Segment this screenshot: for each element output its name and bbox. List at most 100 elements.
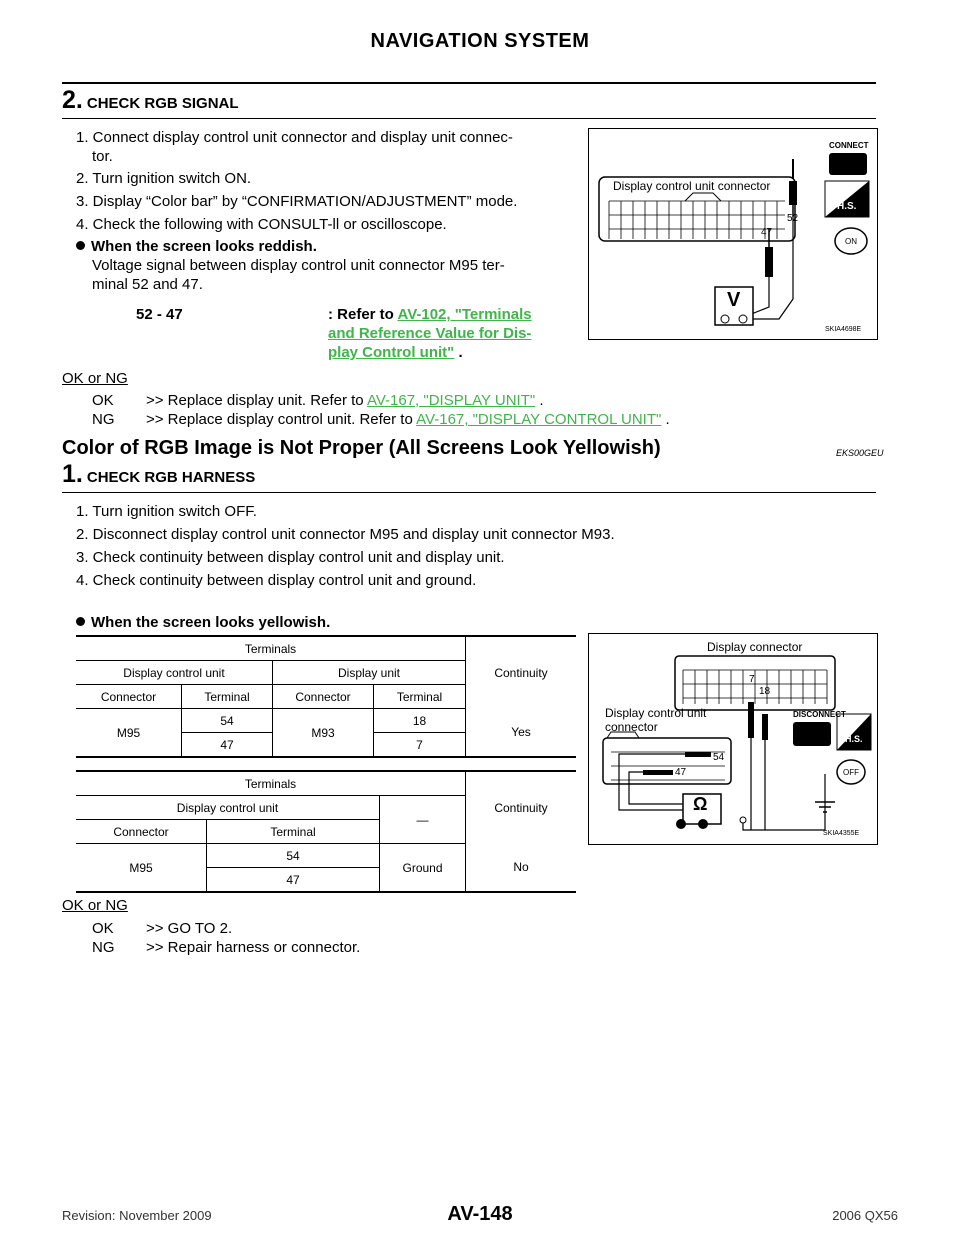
table-cell: M93 xyxy=(272,708,374,757)
table-cell: M95 xyxy=(116,725,141,740)
ng-label: NG xyxy=(92,939,115,956)
table-cell: No xyxy=(465,843,576,892)
table-header: — xyxy=(379,795,466,844)
table-cell: 54 xyxy=(206,843,380,868)
ignition-on-icon: ON xyxy=(845,237,857,246)
ground-continuity-table: Terminals Continuity Display control uni… xyxy=(76,770,576,893)
bullet-title: When the screen looks reddish. xyxy=(91,238,317,255)
display-connector-label: Display connector xyxy=(707,640,803,654)
voltage-check-figure: CONNECT Display control unit connector 5… xyxy=(588,128,878,340)
bullet-icon xyxy=(76,617,85,626)
ok-or-ng: OK or NG xyxy=(62,370,128,387)
table-header: Display control unit xyxy=(76,795,380,820)
bullet-text: minal 52 and 47. xyxy=(92,276,203,293)
table-header: Terminal xyxy=(373,684,466,709)
table-cell: 7 xyxy=(373,732,466,757)
table-header: Display control unit xyxy=(76,660,273,685)
table-header: Connector xyxy=(76,819,207,844)
spec-reference: : Refer to AV-102, "Terminals xyxy=(328,305,532,324)
table-header: Terminal xyxy=(206,819,380,844)
spec-terminal: 52 - 47 xyxy=(136,306,183,323)
spec-prefix: : Refer to xyxy=(328,306,394,323)
ng-link[interactable]: AV-167, "DISPLAY CONTROL UNIT" xyxy=(416,411,662,428)
spec-link[interactable]: and Reference Value for Dis- xyxy=(328,325,532,342)
step-number: 2. xyxy=(62,86,83,114)
connect-label: CONNECT xyxy=(829,141,869,150)
table-header: Terminals xyxy=(76,771,466,796)
disconnect-label: DISCONNECT xyxy=(793,710,846,719)
bullet-text: Voltage signal between display control u… xyxy=(92,257,505,274)
step-item: tor. xyxy=(92,148,113,165)
dcu-connector-label: Display control unit xyxy=(605,706,707,720)
step-item: 2. Turn ignition switch ON. xyxy=(76,170,252,187)
table-cell: 47 xyxy=(206,867,380,892)
step-item: 2. Disconnect display control unit conne… xyxy=(76,526,615,543)
table-cell: 18 xyxy=(373,708,466,733)
pin-label: 52 xyxy=(787,213,799,224)
figure-drawing xyxy=(602,655,872,831)
model-year: 2006 QX56 xyxy=(832,1208,898,1223)
pin-label: 7 xyxy=(749,674,755,685)
table-header: Connector xyxy=(76,684,182,709)
section-title: Color of RGB Image is Not Proper (All Sc… xyxy=(62,437,661,459)
step-item: 3. Display “Color bar” by “CONFIRMATION/… xyxy=(76,193,518,210)
table-row: M95 54 M93 18 Yes xyxy=(76,708,576,757)
ohmmeter-icon: Ω xyxy=(693,794,708,814)
hs-icon: H.S. xyxy=(845,734,863,744)
ok-result: >> GO TO 2. xyxy=(146,920,233,937)
pin-label: 54 xyxy=(713,752,725,763)
table-header: Terminals xyxy=(76,636,466,661)
figure-code: SKIA4698E xyxy=(825,326,862,333)
ok-label: OK xyxy=(92,920,114,937)
ok-link[interactable]: AV-167, "DISPLAY UNIT" xyxy=(366,392,536,409)
ng-result: >> Replace display control unit. Refer t… xyxy=(146,411,670,428)
step-title: CHECK RGB SIGNAL xyxy=(86,95,239,112)
table-header: Continuity xyxy=(465,636,576,709)
ok-or-ng: OK or NG xyxy=(62,897,128,914)
table-row: M95 54 Ground No xyxy=(76,843,576,892)
ok-label: OK xyxy=(92,392,114,409)
ng-label: NG xyxy=(92,411,115,428)
dcu-connector-label: connector xyxy=(605,720,658,734)
voltmeter-icon: V xyxy=(727,289,741,311)
bullet-title: When the screen looks yellowish. xyxy=(91,614,331,631)
harness-check-figure: Display connector Display control unit c… xyxy=(588,633,878,845)
connector-label: Display control unit connector xyxy=(613,179,771,193)
step-item: 3. Check continuity between display cont… xyxy=(76,549,505,566)
step-number: 1. xyxy=(62,460,83,488)
ok-result: >> Replace display unit. Refer to AV-167… xyxy=(146,392,544,409)
bullet-icon xyxy=(76,241,85,250)
step-item: 4. Check continuity between display cont… xyxy=(76,572,477,589)
page-number: AV-148 xyxy=(447,1203,513,1225)
table-row: 47 7 xyxy=(76,732,576,757)
table-row: 47 xyxy=(76,867,576,892)
step-rule xyxy=(62,118,876,119)
pin-label: 47 xyxy=(761,227,773,238)
revision-date: Revision: November 2009 xyxy=(62,1208,212,1223)
table-header: Display unit xyxy=(272,660,466,685)
table-cell: 47 xyxy=(181,732,273,757)
spec-link[interactable]: AV-102, "Terminals xyxy=(397,306,532,323)
step-title: CHECK RGB HARNESS xyxy=(86,469,256,486)
bullet-item: When the screen looks reddish. xyxy=(76,237,317,256)
table-cell: Ground xyxy=(379,843,466,892)
bullet-item: When the screen looks yellowish. xyxy=(76,613,330,632)
step-item: 4. Check the following with CONSULT-ll o… xyxy=(76,216,447,233)
section-code: EKS00GEU xyxy=(836,448,884,458)
pin-label: 18 xyxy=(759,686,771,697)
page-title: NAVIGATION SYSTEM xyxy=(370,30,590,52)
ignition-off-icon: OFF xyxy=(843,768,859,777)
table-cell: 54 xyxy=(181,708,273,733)
figure-code: SKIA4355E xyxy=(823,830,860,837)
step-item: 1. Turn ignition switch OFF. xyxy=(76,503,257,520)
step-1-heading: 1.CHECK RGB HARNESS xyxy=(62,460,255,489)
spec-suffix: . xyxy=(458,344,463,361)
step-rule xyxy=(62,492,876,493)
pin-label: 47 xyxy=(675,767,687,778)
hs-icon: H.S. xyxy=(837,201,857,212)
step-item: 1. Connect display control unit connecto… xyxy=(76,129,513,146)
table-header: Connector xyxy=(272,684,374,709)
continuity-table: Terminals Continuity Display control uni… xyxy=(76,635,576,758)
spec-link[interactable]: play Control unit" xyxy=(328,344,455,361)
table-cell: Yes xyxy=(465,708,576,757)
